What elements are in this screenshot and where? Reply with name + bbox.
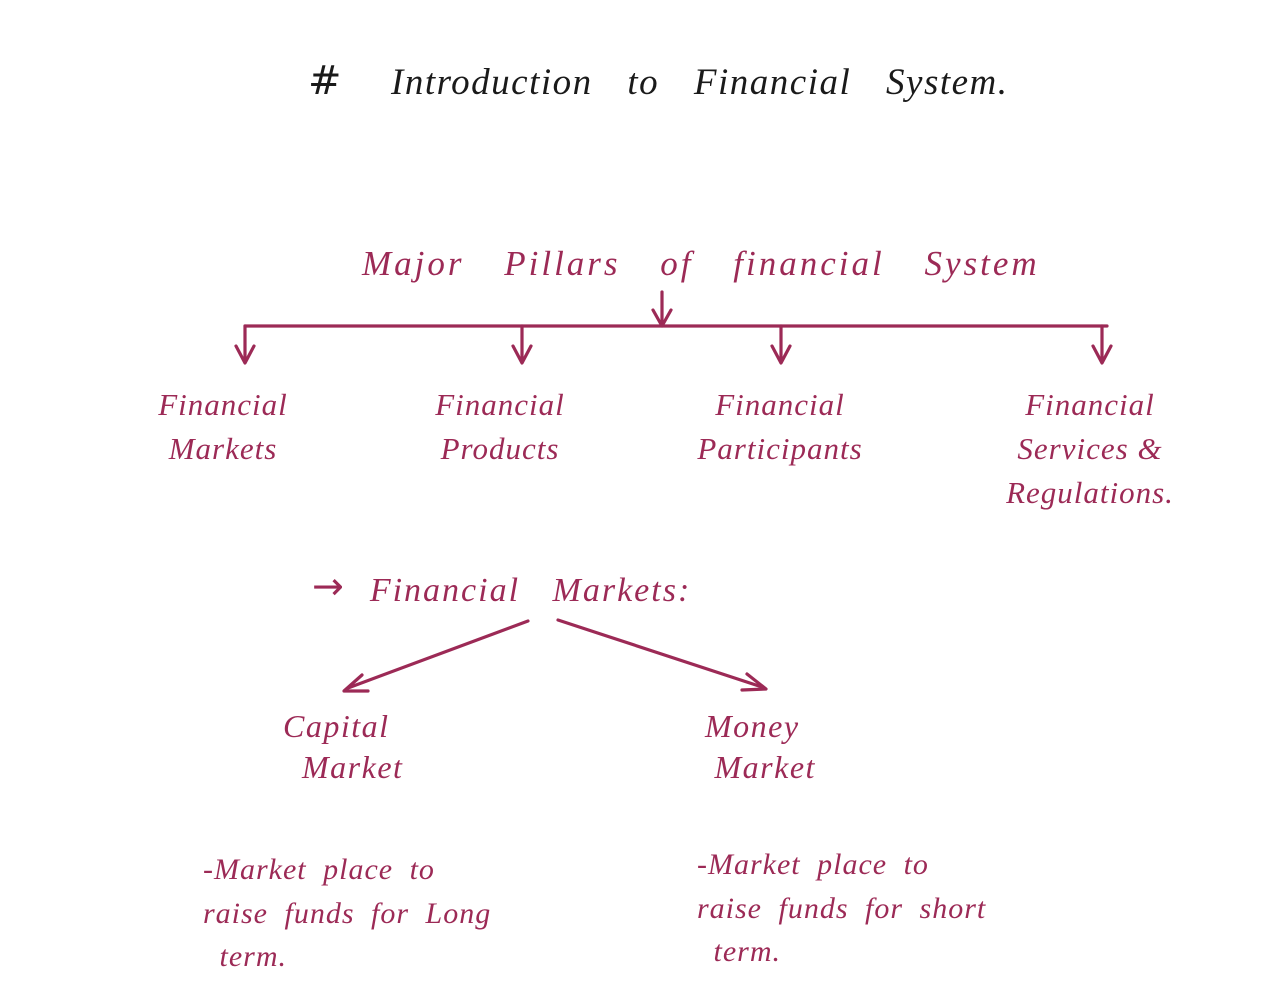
- split-arrow-money-market: [556, 618, 768, 692]
- money-market-note: -Market place to raise funds for short t…: [697, 848, 987, 968]
- split-arrow-capital-market: [342, 619, 530, 693]
- arrow-right-icon: →: [312, 564, 344, 608]
- pillars-heading: Major Pillars of financial System: [362, 244, 1040, 283]
- page-title-text: Introduction to Financial System.: [391, 62, 1009, 103]
- financial-markets-heading: → Financial Markets:: [312, 564, 691, 610]
- capital-market-note: -Market place to raise funds for Long te…: [203, 853, 492, 973]
- branch-arrow-financial-markets: [234, 324, 256, 365]
- money-market-label: Money Market: [705, 708, 816, 785]
- branch-arrow-financial-services: [1091, 324, 1113, 365]
- branch-arrow-financial-participants: [770, 324, 792, 365]
- pillar-financial-services-regulations: Financial Services & Regulations.: [1006, 387, 1174, 511]
- hash-marker: #: [308, 58, 344, 104]
- center-stem-arrow: [651, 290, 673, 328]
- pillar-financial-markets: Financial Markets: [158, 387, 288, 467]
- capital-market-label: Capital Market: [283, 708, 404, 785]
- page-title: # Introduction to Financial System.: [308, 58, 1009, 104]
- pillar-financial-participants: Financial Participants: [697, 387, 863, 467]
- branch-arrow-financial-products: [511, 324, 533, 365]
- financial-markets-heading-text: Financial Markets:: [369, 572, 692, 609]
- pillar-financial-products: Financial Products: [435, 387, 565, 467]
